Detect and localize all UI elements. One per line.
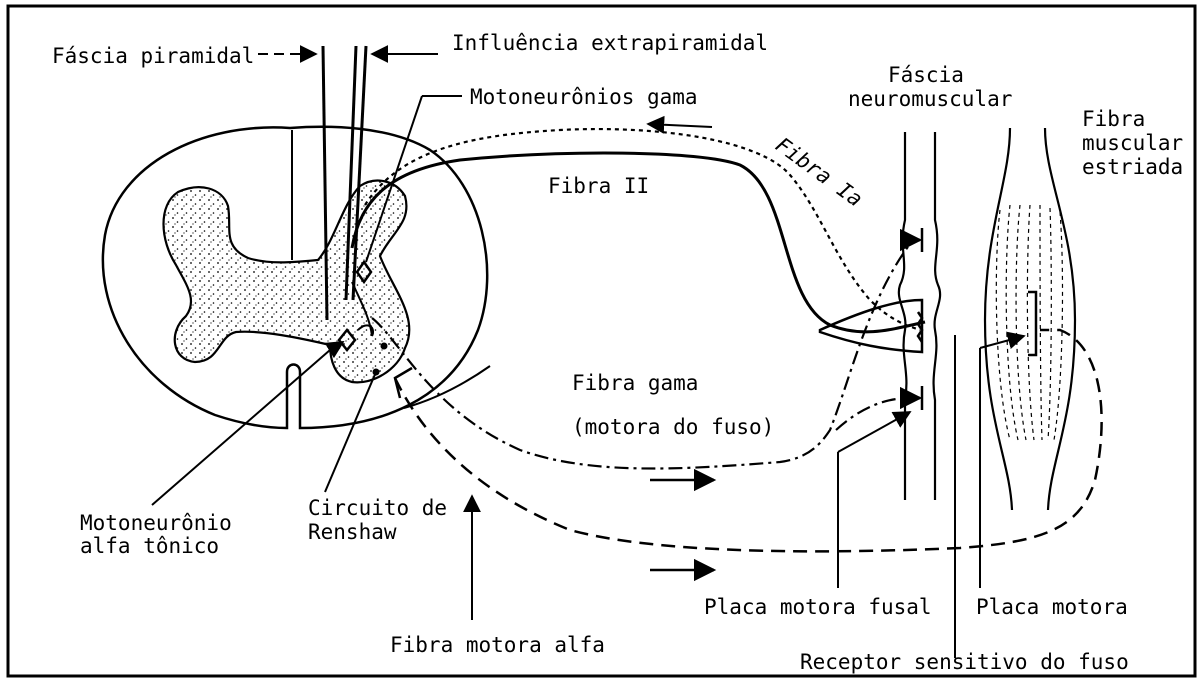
label-circuito-renshaw-1: Circuito de <box>308 496 447 520</box>
muscle-striations <box>996 205 1062 440</box>
label-motoneuronio-alfa-2: alfa tônico <box>80 534 219 558</box>
label-motoneuronios-gama: Motoneurônios gama <box>470 85 698 109</box>
spinal-cord <box>103 127 487 428</box>
pointer-placa-fusal-2 <box>838 412 910 452</box>
fibra-ia-arrow <box>648 124 712 127</box>
muscle-left-edge <box>985 128 1012 510</box>
label-influencia-extrapiramidal: Influência extrapiramidal <box>452 31 768 55</box>
neuromuscular-spindle <box>899 132 940 500</box>
motor-plate-bracket <box>1028 292 1036 355</box>
label-placa-motora: Placa motora <box>976 595 1128 619</box>
label-fibra-muscular-1: Fibra <box>1082 107 1145 131</box>
label-neuromuscular: neuromuscular <box>848 87 1012 111</box>
label-fibra-muscular-2: muscular <box>1082 131 1183 155</box>
label-fibra-gama: Fibra gama <box>572 371 698 395</box>
fibra-ia-line <box>365 129 920 330</box>
label-fibra-ii: Fibra II <box>548 174 649 198</box>
label-circuito-renshaw-2: Renshaw <box>308 520 397 544</box>
renshaw-node-1 <box>381 343 388 350</box>
fibra-gama-branch <box>836 398 910 430</box>
gray-matter <box>164 181 410 383</box>
label-fibra-ia: Fibra Ia <box>771 133 867 212</box>
label-receptor-sensitivo: Receptor sensitivo do fuso <box>800 650 1129 674</box>
label-motora-do-fuso: (motora do fuso) <box>572 415 774 439</box>
pointer-placa-motora-2 <box>980 336 1024 348</box>
gamma-label-line-2 <box>366 96 422 262</box>
label-placa-motora-fusal: Placa motora fusal <box>704 595 932 619</box>
label-fascia-piramidal: Fáscia piramidal <box>52 44 254 68</box>
pointer-renshaw <box>325 372 376 492</box>
striated-muscle-fiber <box>985 128 1075 510</box>
label-fascia: Fáscia <box>888 63 964 87</box>
label-fibra-motora-alfa: Fibra motora alfa <box>390 633 605 657</box>
fibra-alfa-line <box>395 330 1102 551</box>
label-motoneuronio-alfa-1: Motoneurônio <box>80 511 232 535</box>
label-fibra-muscular-3: estriada <box>1082 155 1183 179</box>
spindle-right-edge <box>934 132 941 500</box>
spindle-left-edge <box>899 132 907 500</box>
muscle-right-edge <box>1045 128 1075 510</box>
